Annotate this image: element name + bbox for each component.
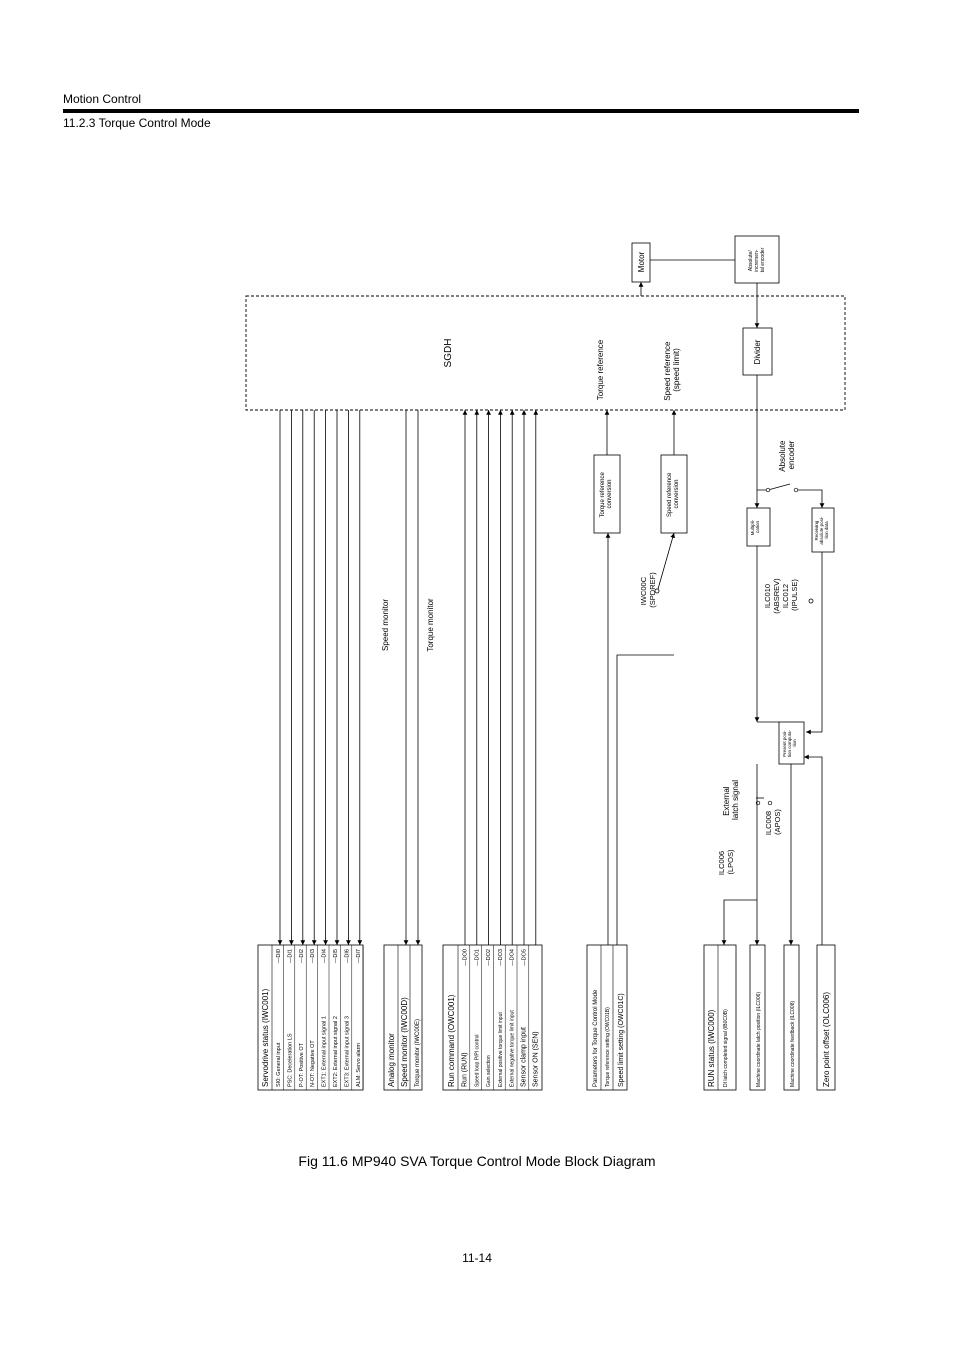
- multiplication-label: Multipli- cation: [750, 519, 760, 536]
- header-subsection: 11.2.3 Torque Control Mode: [63, 116, 211, 130]
- run-command-row: Gain selection: [486, 1055, 492, 1087]
- run-command-bit: —DO1: [474, 949, 480, 966]
- figure-caption: Fig 11.6 MP940 SVA Torque Control Mode B…: [298, 1153, 656, 1169]
- servo-status-row: N-OT: Negative OT: [310, 1040, 316, 1087]
- run-command-title: Run command (OWC001): [447, 994, 456, 1087]
- torque-conversion-label: Torque reference conversion: [600, 470, 613, 517]
- analog-monitor-block: Analog monitor Speed monitor (IWC00D) To…: [383, 944, 423, 1091]
- absolute-encoder-label: Absolute encoder: [778, 438, 796, 471]
- servo-status-bit: —DI5: [333, 949, 339, 963]
- parameters-title: Parameters for Torque Control Mode: [593, 989, 599, 1087]
- page-number: 11-14: [462, 1251, 492, 1265]
- run-status-block: RUN status (IWC000) DI latch completed s…: [703, 944, 737, 1091]
- sgdh-box: [245, 295, 846, 411]
- servo-status-bit: —DI4: [322, 949, 328, 963]
- run-command-bit: —DO4: [510, 949, 516, 966]
- receiving-label: Receiving absolute posi- tion data: [814, 515, 829, 544]
- header-section: Motion Control: [63, 92, 142, 106]
- servo-status-bit: —DI2: [299, 949, 305, 963]
- speed-monitor-row: Speed monitor (IWC00D): [400, 997, 409, 1087]
- run-command-bit: —DO0: [463, 949, 469, 966]
- run-status-title: RUN status (IWC000): [707, 1009, 716, 1087]
- run-command-block: Run command (OWC001) Run (RUN) —DO0Speed …: [442, 944, 543, 1091]
- parameters-block: Parameters for Torque Control Mode Torqu…: [586, 944, 628, 1091]
- multiplication-box: [746, 507, 771, 547]
- servo-status-row: PSC: Deceleration LS: [287, 1033, 293, 1087]
- servo-status-title: Servodrive status (IWC001): [261, 988, 270, 1087]
- torque-monitor-label: Torque monitor: [426, 598, 435, 652]
- servo-status-bit: —DI1: [287, 949, 293, 963]
- servo-status-row: SI0: General input: [276, 1042, 282, 1087]
- run-command-bit: —DO5: [522, 949, 528, 966]
- motor-label: Motor: [637, 251, 646, 272]
- ilc008-label: ILC008 (APOS): [764, 809, 782, 836]
- servo-status-row: P-OT: Positive OT: [299, 1042, 305, 1087]
- zero-offset-label: Zero point offset (OLC006): [822, 992, 831, 1087]
- encoder-label: Absolute/ incremen- tal encoder: [748, 247, 766, 272]
- torque-monitor-row: Torque monitor (IWC00E): [415, 1019, 421, 1087]
- servo-status-row: ALM: Servo alarm: [356, 1043, 362, 1087]
- ilc006-label: ILC006 (LPOS): [717, 849, 735, 875]
- speed-limit-setting: Speed limit setting (OWC01C): [618, 993, 625, 1087]
- run-command-bit: —DO3: [498, 949, 504, 966]
- iwc00c-label: IWC00C (SPDREF): [639, 572, 657, 608]
- external-latch-label: External latch signal: [722, 780, 740, 820]
- servo-status-bit: —DI3: [310, 949, 316, 963]
- servo-status-bit: —DI7: [356, 949, 362, 963]
- run-command-row: Sensor ON (SEN): [532, 1031, 539, 1087]
- divider-label: Divider: [753, 339, 762, 364]
- servo-status-row: EXT1: External input signal 1: [322, 1016, 328, 1087]
- servo-status-row: EXT3: External input signal 3: [344, 1016, 350, 1087]
- sgdh-label: SGDH: [443, 339, 454, 368]
- latch-position-label: Machine coordinate latch position (ILC00…: [756, 992, 762, 1087]
- servo-status-bit: —DI0: [276, 949, 282, 963]
- divider-box: [742, 327, 773, 376]
- servo-status-block: Servodrive status (IWC001) SI0: General …: [257, 944, 364, 1091]
- run-command-row: External negative torque limit input: [510, 1010, 516, 1087]
- run-command-row: Run (RUN): [462, 1052, 469, 1087]
- present-position-label: Present posi- tion computa- tion: [782, 729, 797, 758]
- header-rule: [63, 109, 859, 113]
- servo-status-bit: —DI6: [344, 949, 350, 963]
- feedback-position-label: Machine coordinate feedback (ILC008): [790, 1001, 796, 1087]
- present-position-box: [778, 721, 805, 765]
- run-command-bit: —DO2: [486, 949, 492, 966]
- ilc010-label: ILC010 (ABSREV) ILC012 (IPULSE): [763, 576, 799, 614]
- run-command-row: Speed loop P/PI control: [474, 1034, 480, 1087]
- run-command-row: External positive torque limit input: [498, 1012, 504, 1087]
- speed-reference-label: Speed reference (speed limit): [663, 339, 681, 400]
- run-command-row: Sensor clamp input: [521, 1027, 528, 1087]
- latch-completed-row: DI latch completed signal (IB0C0B): [723, 1009, 729, 1087]
- torque-reference-setting: Torque reference setting (OWC01B): [605, 1007, 611, 1087]
- analog-monitor-title: Analog monitor: [387, 1033, 396, 1087]
- speed-conversion-label: Speed reference conversion: [667, 471, 680, 517]
- servo-status-row: EXT2: External input signal 2: [333, 1016, 339, 1087]
- receiving-box: [811, 507, 835, 553]
- speed-monitor-label: Speed monitor: [381, 599, 390, 651]
- speed-conversion-box: [660, 454, 688, 534]
- torque-reference-label: Torque reference: [596, 339, 605, 400]
